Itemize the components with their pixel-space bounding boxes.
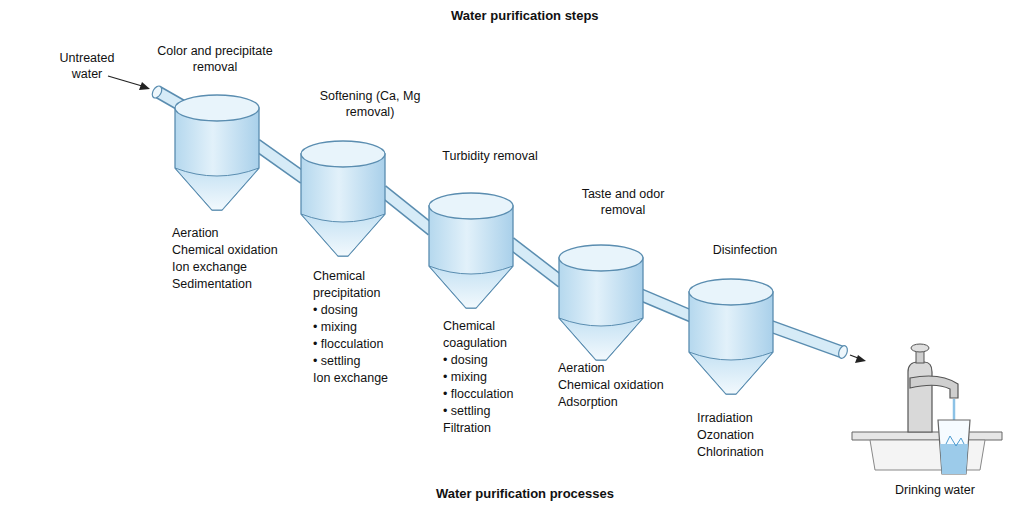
- inlet-label: Untreated water: [51, 50, 123, 82]
- pipe-stroke: [256, 144, 304, 178]
- process-item: • flocculation: [313, 336, 395, 353]
- process-item: Ozonation: [697, 427, 764, 444]
- settling-tank: Softening (Ca, Mg removal)Chemical preci…: [300, 140, 386, 260]
- faucet: [852, 344, 1002, 470]
- diagram-title: Water purification steps: [451, 8, 599, 24]
- connecting-pipe: [510, 242, 562, 282]
- tank-outline: [688, 278, 774, 398]
- process-item: Filtration: [443, 420, 521, 437]
- tank-outline: [300, 140, 386, 260]
- inlet-arrow: [108, 76, 150, 90]
- process-item: • mixing: [443, 369, 521, 386]
- pipe-stroke: [640, 294, 692, 316]
- process-item: Chemical precipitation: [313, 268, 395, 302]
- process-item: Aeration: [558, 360, 664, 377]
- process-list: AerationChemical oxidationIon exchangeSe…: [172, 225, 278, 293]
- diagram-caption: Water purification processes: [436, 486, 614, 502]
- step-heading: Color and precipitate removal: [156, 43, 274, 75]
- connecting-pipe: [256, 144, 304, 178]
- process-item: Irradiation: [697, 410, 764, 427]
- step-heading: Taste and odor removal: [576, 186, 671, 218]
- outlet-pipe: [770, 326, 866, 363]
- tank-outline: [558, 244, 644, 364]
- glass: [938, 420, 970, 474]
- settling-tank: Color and precipitate removalAerationChe…: [174, 94, 260, 214]
- pipe-stroke: [640, 294, 692, 316]
- pipe-stroke: [382, 190, 432, 230]
- tank-outline: [174, 94, 260, 214]
- settling-tank: Taste and odor removalAerationChemical o…: [558, 244, 644, 364]
- process-item: Chemical coagulation: [443, 318, 521, 352]
- pipe-stroke: [256, 144, 304, 178]
- connecting-pipe: [640, 294, 692, 316]
- settling-tank: Turbidity removalChemical coagulation• d…: [428, 192, 514, 312]
- process-item: • settling: [443, 403, 521, 420]
- outlet-label: Drinking water: [895, 482, 975, 498]
- process-item: Sedimentation: [172, 276, 278, 293]
- process-item: Chemical oxidation: [172, 242, 278, 259]
- process-list: AerationChemical oxidationAdsorption: [558, 360, 664, 411]
- tank-outline: [428, 192, 514, 312]
- process-item: Chlorination: [697, 444, 764, 461]
- process-item: Aeration: [172, 225, 278, 242]
- process-item: • dosing: [443, 352, 521, 369]
- settling-tank: DisinfectionIrradiationOzonationChlorina…: [688, 278, 774, 398]
- pipe-stroke: [510, 242, 562, 282]
- process-item: • settling: [313, 353, 395, 370]
- process-list: Chemical coagulation• dosing• mixing• fl…: [443, 318, 521, 437]
- process-item: Adsorption: [558, 394, 664, 411]
- process-list: Chemical precipitation• dosing• mixing• …: [313, 268, 395, 387]
- connecting-pipe: [382, 190, 432, 230]
- process-item: Chemical oxidation: [558, 377, 664, 394]
- step-heading: Disinfection: [713, 242, 778, 258]
- process-item: • dosing: [313, 302, 395, 319]
- pipe-stroke: [382, 190, 432, 230]
- process-item: Ion exchange: [313, 370, 395, 387]
- step-heading: Softening (Ca, Mg removal): [314, 88, 426, 120]
- process-item: • flocculation: [443, 386, 521, 403]
- process-item: • mixing: [313, 319, 395, 336]
- step-heading: Turbidity removal: [442, 148, 537, 164]
- pipe-stroke: [510, 242, 562, 282]
- process-list: IrradiationOzonationChlorination: [697, 410, 764, 461]
- process-item: Ion exchange: [172, 259, 278, 276]
